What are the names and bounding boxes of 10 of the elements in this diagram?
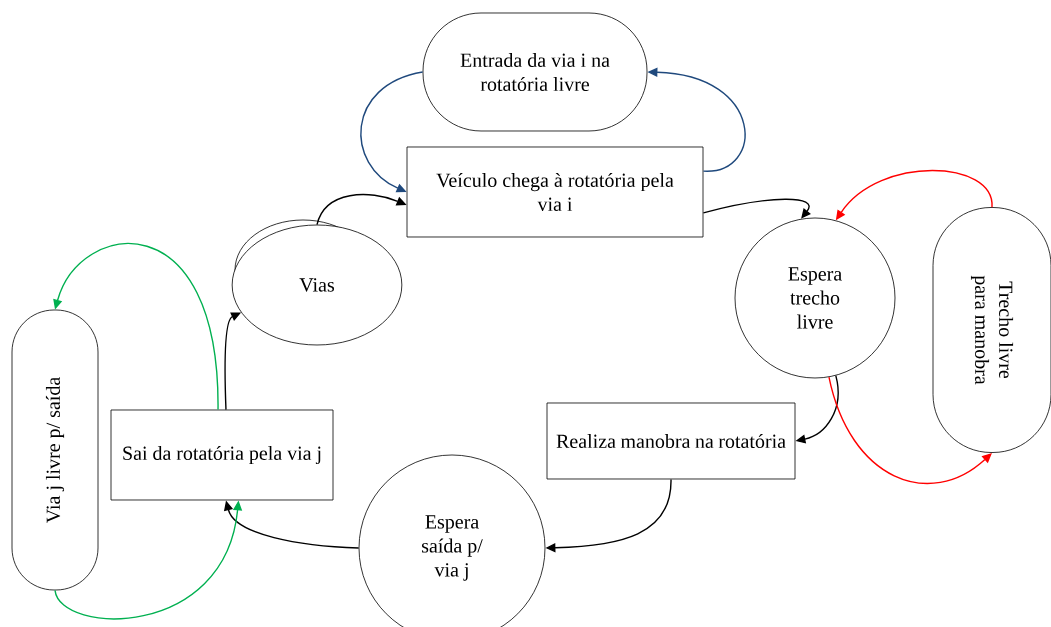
arrow [360, 71, 424, 193]
arrow [828, 376, 992, 485]
queue-box: Trecho livre para manobra [932, 207, 1051, 453]
queue-box: Via j livre p/ saída [11, 309, 99, 591]
activity-box: Sai da rotatória pela via j [110, 409, 334, 501]
arrow [53, 242, 219, 411]
arrow [702, 198, 811, 219]
activity-box: Veículo chega à rotatória pela via i [406, 146, 704, 238]
activity-box: Realiza manobra na rotatória [546, 402, 796, 480]
queue-box: Entrada da via i na rotatória livre [422, 12, 648, 132]
